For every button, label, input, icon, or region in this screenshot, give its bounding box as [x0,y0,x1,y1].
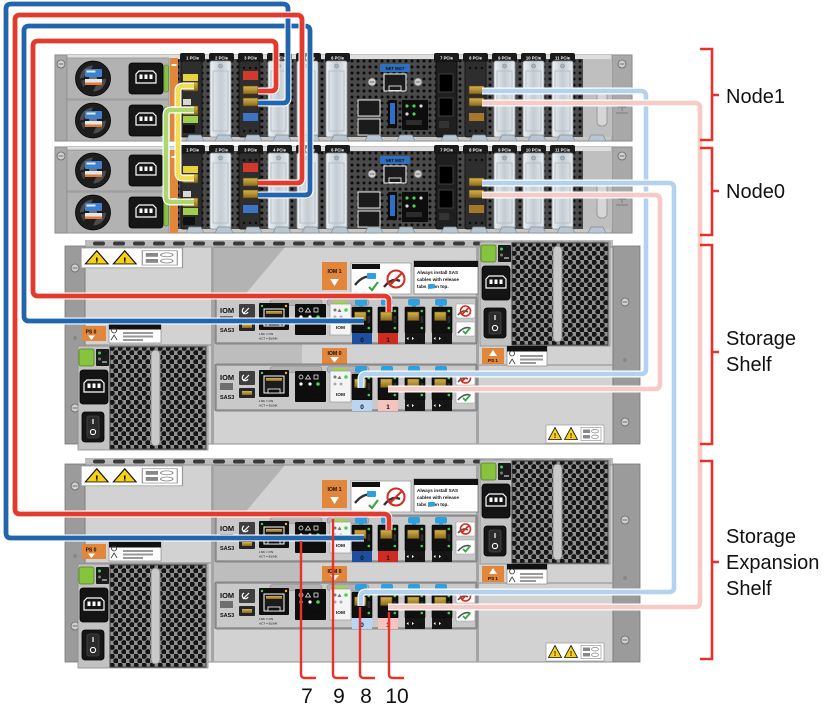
callout-line-7 [299,541,316,680]
storage-shelf-bracket [700,243,719,446]
callout-8: 8 [360,685,372,708]
brackets [700,47,719,661]
cable-node0-to-expansion-iom0-port0 [358,180,677,606]
expansion-shelf-bracket [700,459,719,661]
storage-shelf [65,240,640,450]
expansion-shelf-label-line2: Expansion [726,552,819,574]
storage-shelf-label-line2: Shelf [726,354,772,376]
cable-node1-to-expansion-iom0-port1 [388,100,703,610]
callout-line-8 [358,607,375,680]
cable-cluster-green [163,107,194,205]
node0-bracket [700,146,719,237]
node1-bracket [700,47,719,142]
storage-shelf-label-line1: Storage [726,328,796,350]
node0-label: Node0 [726,181,785,203]
cables [2,0,704,611]
node1-chassis [55,53,632,141]
cable-node1-to-storage-iom0-port0 [358,88,649,388]
cable-node0-to-storage-iom0-port1 [388,192,663,392]
expansion-shelf-label-line1: Storage [726,526,796,548]
callout-7: 7 [301,685,313,708]
node0-chassis [55,145,632,233]
cable-cluster-yellow [175,83,194,181]
callout-10: 10 [385,685,408,708]
cable-node0-to-storage-iom1-port0 [21,23,364,324]
cable-node0-to-expansion-iom1-port1 [12,12,392,530]
callout-line-9 [331,519,348,680]
node1-label: Node1 [726,86,785,108]
storage-expansion-shelf [65,458,640,668]
callout-9: 9 [333,685,345,708]
cable-node1-to-storage-iom1-port1 [30,38,392,312]
cable-node1-to-expansion-iom1-port0 [3,1,364,541]
callout-line-10 [387,612,404,680]
callout-lines [299,519,404,680]
expansion-shelf-label-line3: Shelf [726,578,772,600]
